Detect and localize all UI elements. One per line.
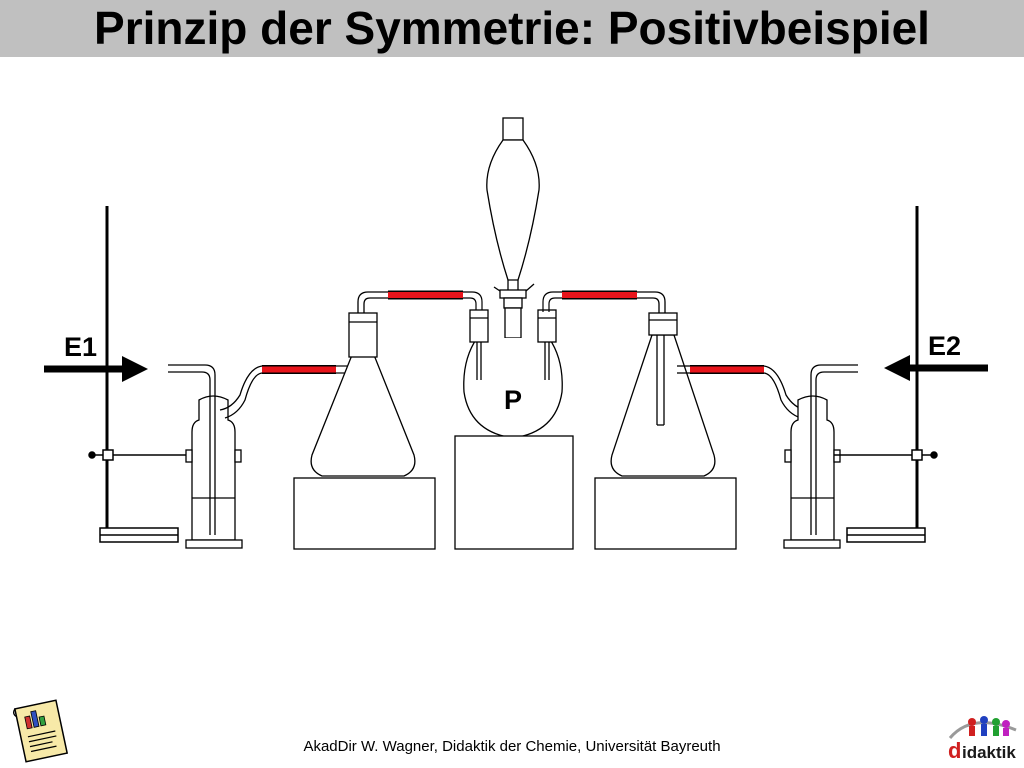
- slide-footer: AkadDir W. Wagner, Didaktik der Chemie, …: [303, 738, 721, 755]
- slide-title: Prinzip der Symmetrie: Positivbeispiel: [94, 2, 930, 54]
- arrow-left-icon: [44, 356, 148, 382]
- right-wash-bottle: [763, 364, 858, 549]
- logo-first-letter: d: [948, 738, 961, 763]
- left-upper-tube: [388, 290, 483, 312]
- didaktik-logo-icon: d idaktik: [948, 716, 1017, 763]
- label-e2: E2: [928, 331, 962, 361]
- title-bar: [0, 0, 1024, 57]
- logo-rest-text: idaktik: [962, 743, 1016, 762]
- apparatus-diagram: [44, 117, 988, 550]
- center-reaction-flask: [454, 117, 574, 550]
- arrow-right-icon: [884, 355, 988, 381]
- right-stand: [834, 206, 938, 543]
- left-erlenmeyer-flask: [293, 291, 436, 550]
- left-wash-bottle: [168, 364, 263, 549]
- label-e1: E1: [64, 332, 98, 362]
- report-document-icon: [13, 699, 69, 763]
- right-upper-tube: [542, 290, 637, 312]
- left-lower-tube: [262, 365, 350, 374]
- left-stand: [88, 206, 192, 543]
- right-erlenmeyer-flask: [594, 291, 737, 550]
- label-p: P: [504, 385, 523, 415]
